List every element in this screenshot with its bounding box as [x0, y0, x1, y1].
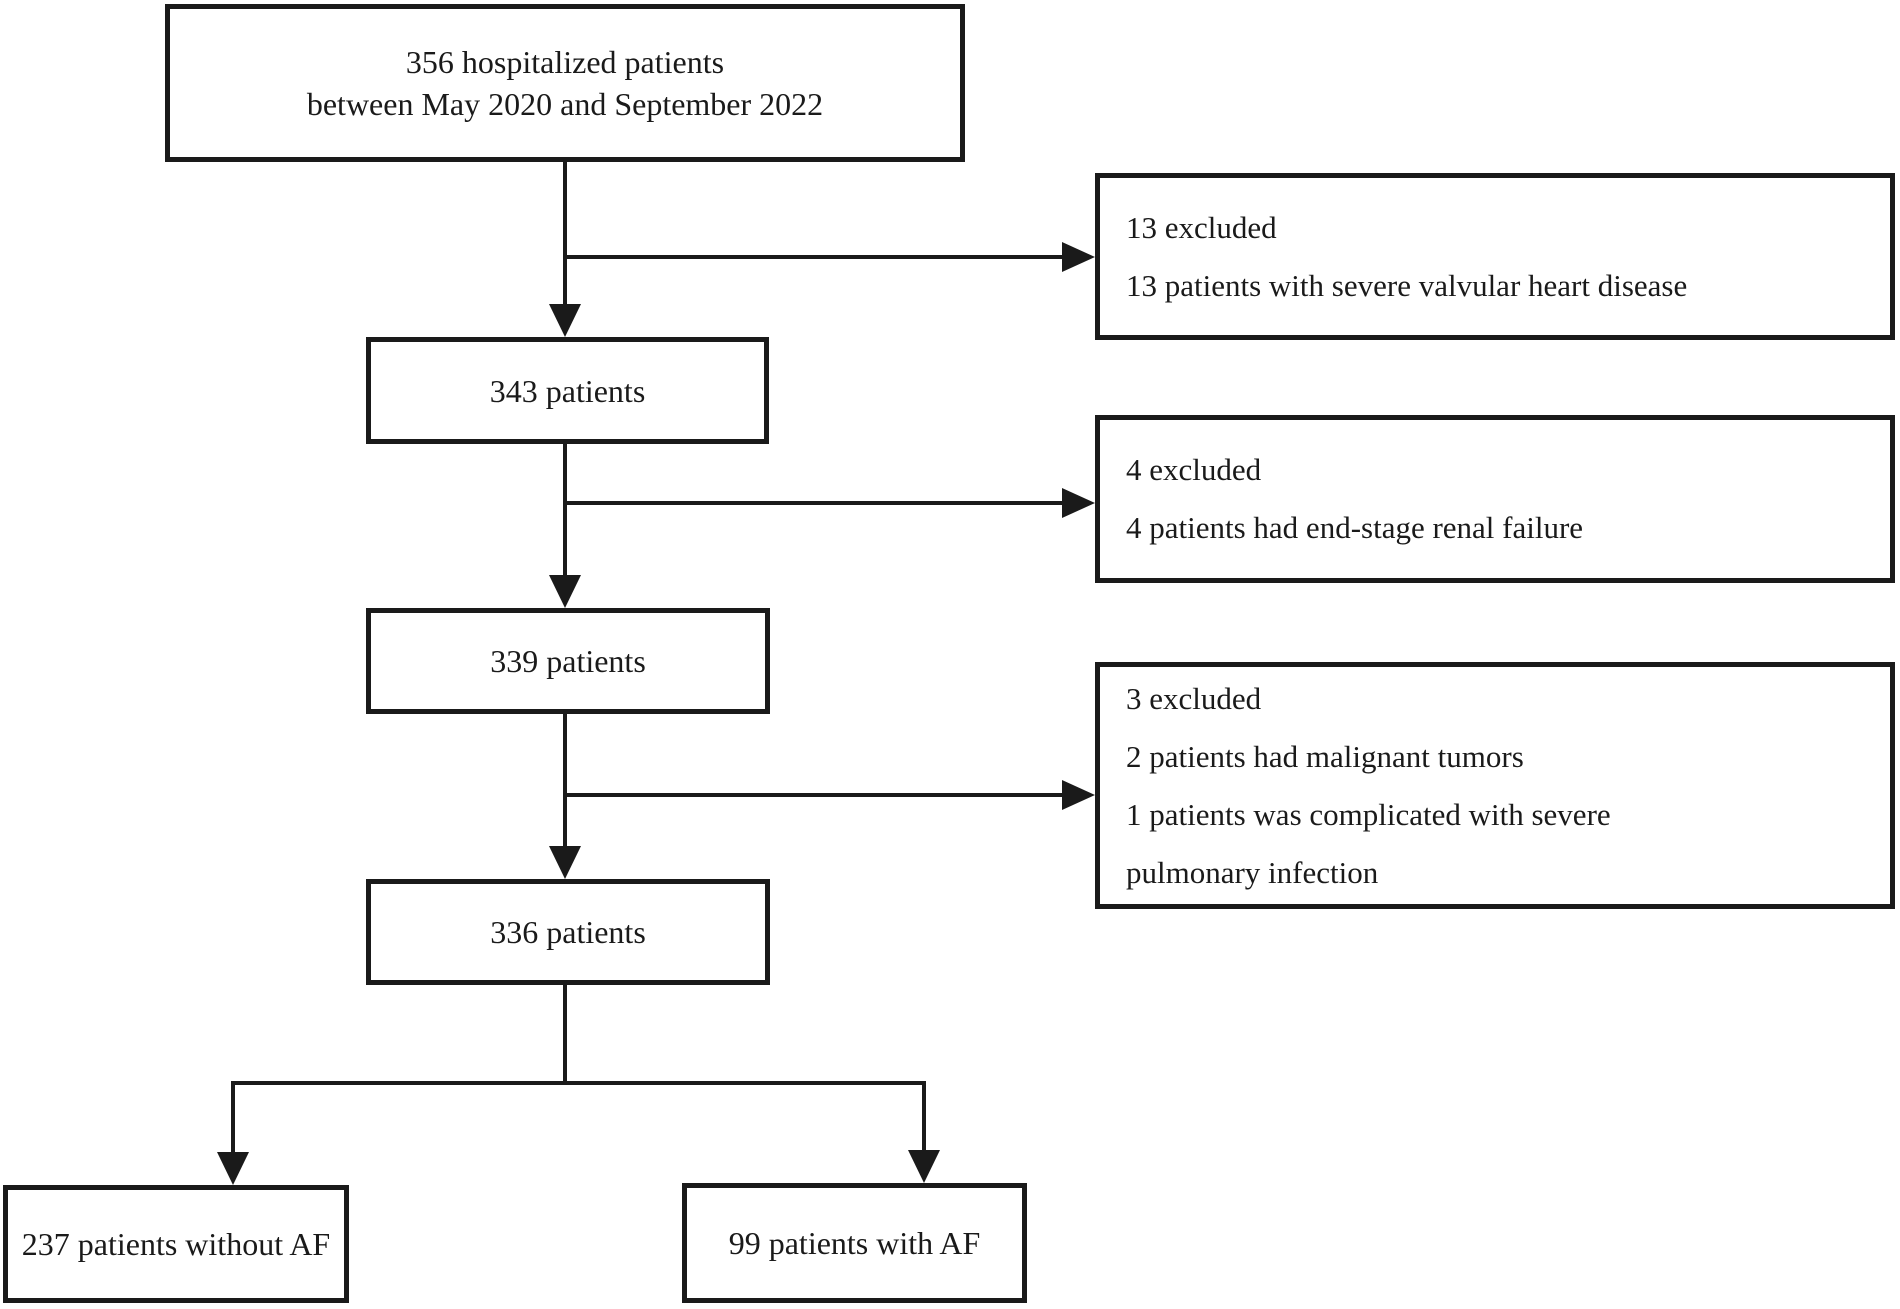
connector-branch-excluded-3 [565, 793, 1065, 797]
arrowhead-into-336 [549, 846, 581, 879]
connector-branch-excluded-1 [565, 255, 1065, 259]
box-343-patients: 343 patients [366, 337, 769, 444]
box-339-patients: 339 patients [366, 608, 770, 714]
connector-336-to-split [563, 985, 567, 1085]
excluded-1-line-2: 13 patients with severe valvular heart d… [1126, 267, 1688, 303]
box-343-label: 343 patients [489, 372, 646, 409]
connector-split-horizontal [231, 1081, 926, 1085]
arrowhead-into-excluded-2 [1062, 488, 1095, 518]
connector-343-to-339 [563, 444, 567, 576]
arrowhead-into-with-af [908, 1150, 940, 1183]
arrowhead-into-excluded-3 [1062, 780, 1095, 810]
arrowhead-into-343 [549, 304, 581, 337]
box-with-af: 99 patients with AF [682, 1183, 1027, 1303]
arrowhead-into-without-af [217, 1152, 249, 1185]
without-af-label: 237 patients without AF [21, 1226, 331, 1262]
connector-339-to-336 [563, 714, 567, 847]
box-339-label: 339 patients [490, 643, 646, 679]
connector-branch-excluded-2 [565, 501, 1065, 505]
excluded-1-line-1: 13 excluded [1126, 209, 1277, 245]
box-336-label: 336 patients [490, 914, 646, 950]
with-af-label: 99 patients with AF [728, 1225, 981, 1261]
box-without-af: 237 patients without AF [3, 1185, 349, 1303]
box-excluded-3: 3 excluded 2 patients had malignant tumo… [1095, 662, 1895, 909]
connector-enrolled-to-343 [563, 162, 567, 307]
box-excluded-1: 13 excluded 13 patients with severe valv… [1095, 173, 1895, 340]
excluded-3-line-4: pulmonary infection [1126, 854, 1379, 890]
excluded-3-line-2: 2 patients had malignant tumors [1126, 738, 1524, 774]
box-enrolled-patients: 356 hospitalized patients between May 20… [165, 4, 965, 162]
enrolled-line-1: 356 hospitalized patients [405, 44, 725, 80]
enrolled-line-2: between May 2020 and September 2022 [306, 86, 824, 122]
arrowhead-into-excluded-1 [1062, 242, 1095, 272]
excluded-3-line-1: 3 excluded [1126, 680, 1262, 716]
box-excluded-2: 4 excluded 4 patients had end-stage rena… [1095, 415, 1895, 583]
excluded-2-line-2: 4 patients had end-stage renal failure [1126, 510, 1584, 545]
excluded-3-line-3: 1 patients was complicated with severe [1126, 796, 1611, 832]
arrowhead-into-339 [549, 575, 581, 608]
connector-split-to-with-af [922, 1081, 926, 1152]
excluded-2-line-1: 4 excluded [1126, 452, 1262, 487]
connector-split-to-without-af [231, 1081, 235, 1154]
box-336-patients: 336 patients [366, 879, 770, 985]
